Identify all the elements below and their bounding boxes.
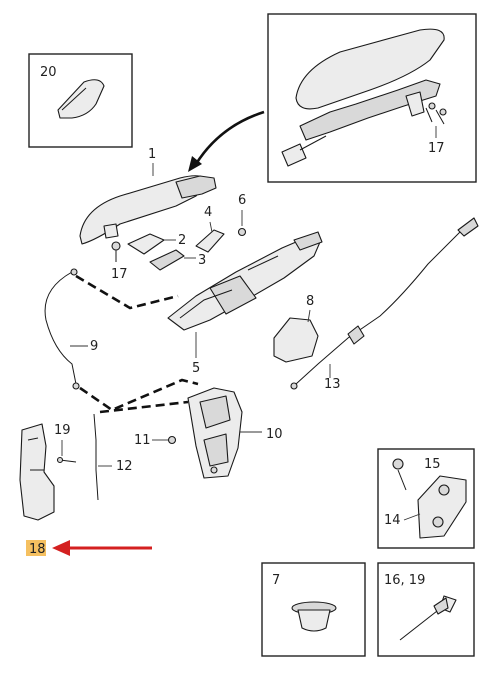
handle-assembly: 1 17 2 3 4 6 (79, 147, 246, 282)
callout-15: 15 (424, 457, 441, 472)
inset-box-handle-detail: 17 (267, 13, 477, 183)
bracket-18: 19 (19, 423, 77, 521)
dashed-connector-mid (99, 400, 189, 414)
callout-18: 18 (29, 542, 46, 557)
dashed-connector-lower (79, 378, 199, 412)
box-plug-7: 7 (261, 562, 366, 657)
handle-carrier-frame: 5 (167, 231, 323, 376)
callout-19: 19 (54, 423, 71, 438)
callout-2: 2 (178, 233, 186, 248)
inset-box-part-20: 20 (28, 53, 133, 148)
red-pointer-arrow-head (52, 540, 70, 556)
rod-12: 12 (93, 413, 133, 501)
cable-9: 9 (44, 268, 98, 390)
callout-7: 7 (272, 573, 280, 588)
callout-20: 20 (40, 65, 57, 80)
callout-6: 6 (238, 193, 246, 208)
callout-1: 1 (148, 147, 156, 162)
callout-17-inset: 17 (428, 141, 445, 156)
cable-13: 13 (290, 217, 479, 392)
callout-3: 3 (198, 253, 206, 268)
callout-12: 12 (116, 459, 133, 474)
dashed-connector-upper (75, 274, 179, 310)
callout-9: 9 (90, 339, 98, 354)
box-striker-14-15: 15 14 (377, 448, 475, 549)
detail-arrow (194, 110, 265, 165)
callout-4: 4 (204, 205, 212, 220)
callout-11: 11 (134, 433, 151, 448)
callout-13: 13 (324, 377, 341, 392)
callout-5: 5 (192, 361, 200, 376)
callout-16-19: 16, 19 (384, 573, 425, 588)
callout-14: 14 (384, 513, 401, 528)
door-lock: 10 11 (134, 387, 283, 479)
callout-8: 8 (306, 294, 314, 309)
callout-18-highlight (26, 540, 46, 556)
lock-cover: 8 (273, 294, 319, 363)
callout-10: 10 (266, 427, 283, 442)
callout-17: 17 (111, 267, 128, 282)
detail-arrow-head (188, 156, 202, 172)
box-rivet-16-19: 16, 19 (377, 562, 475, 657)
